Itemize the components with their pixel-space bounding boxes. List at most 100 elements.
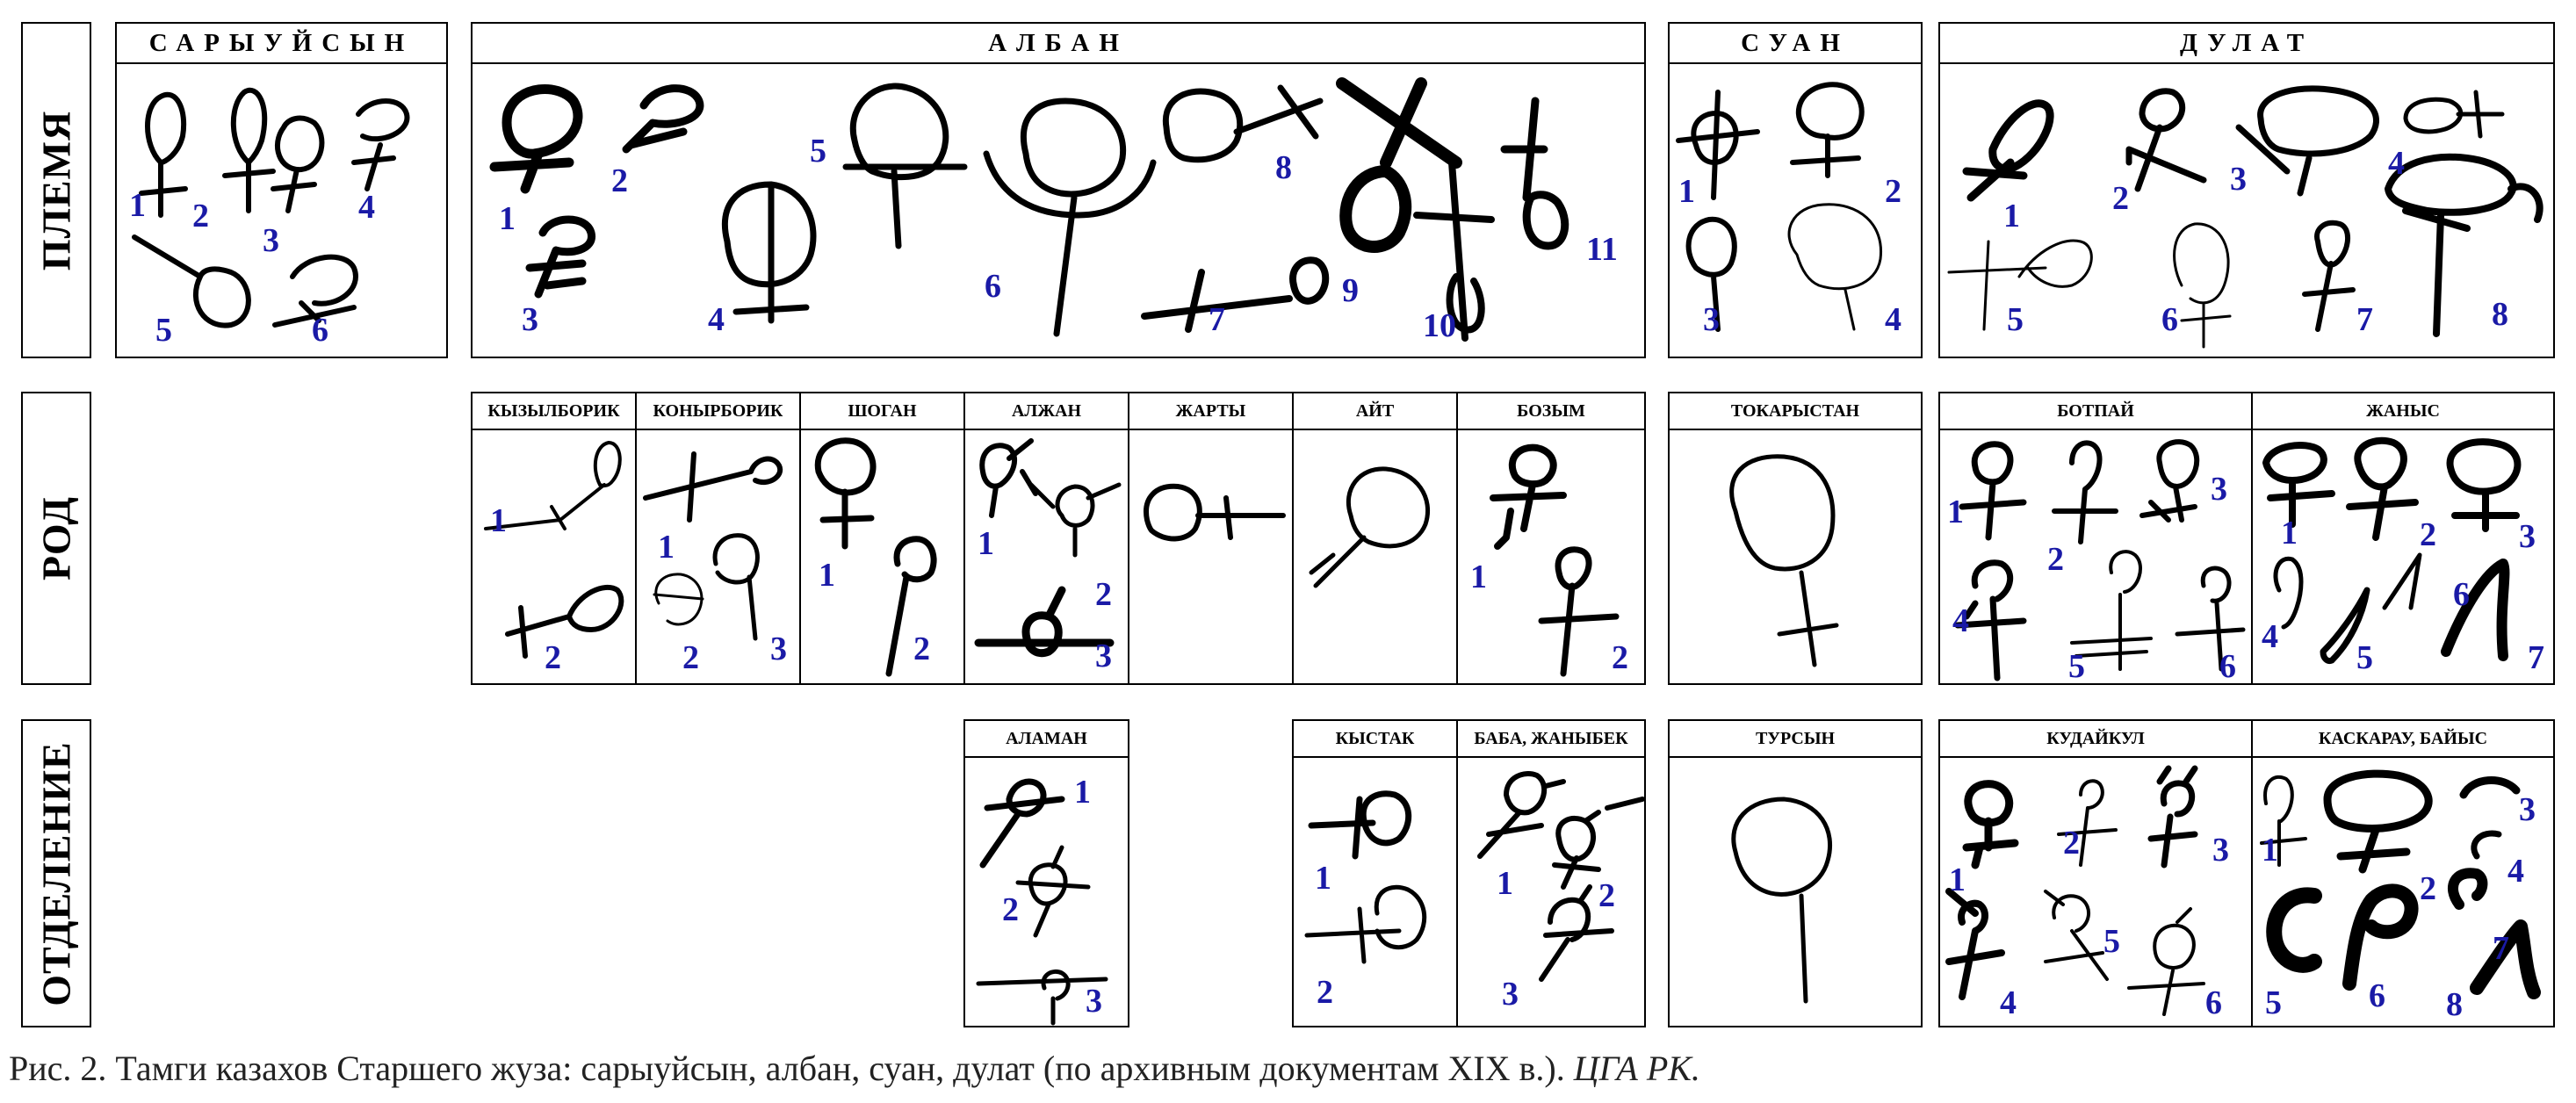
tamga-6 bbox=[2175, 566, 2246, 672]
tamga-1 bbox=[643, 451, 783, 523]
tamga-2 bbox=[885, 536, 937, 677]
number-label: 1 bbox=[2262, 832, 2278, 869]
number-label: 6 bbox=[2205, 984, 2222, 1021]
tamga-1 bbox=[814, 437, 877, 550]
tamga-2 bbox=[1552, 797, 1645, 890]
number-label: 3 bbox=[263, 222, 279, 259]
tamga-2 bbox=[1538, 546, 1620, 677]
bozym-tamgas bbox=[1490, 443, 1620, 677]
number-label: 4 bbox=[1885, 301, 1901, 338]
number-label: 7 bbox=[2528, 639, 2544, 676]
tamga-9 bbox=[1336, 77, 1462, 253]
saryuysyn-tamgas bbox=[132, 88, 410, 328]
number-label: 2 bbox=[682, 639, 699, 676]
number-label: 4 bbox=[358, 189, 375, 226]
number-label: 2 bbox=[2420, 870, 2436, 907]
tribe-dulat-title: ДУЛАТ bbox=[1940, 24, 2553, 64]
tamga-1 bbox=[489, 84, 583, 194]
row-label-clan: РОД bbox=[21, 392, 91, 685]
number-label: 5 bbox=[2103, 923, 2120, 960]
clan-botpai: БОТПАЙ 1 2 3 4 5 6 bbox=[1938, 392, 2253, 685]
konyrborik-tamgas bbox=[643, 451, 783, 641]
number-label: 3 bbox=[1703, 301, 1720, 338]
number-label: 3 bbox=[2519, 518, 2536, 555]
number-label: 7 bbox=[2493, 930, 2509, 967]
tamga-1 bbox=[1962, 780, 2019, 869]
tamga-3 bbox=[2139, 439, 2200, 523]
number-label: 5 bbox=[2007, 301, 2024, 338]
number-label: 2 bbox=[611, 162, 628, 199]
tamga-2 bbox=[1304, 884, 1427, 964]
tamga-2 bbox=[1015, 845, 1091, 938]
number-label: 1 bbox=[1497, 865, 1513, 902]
kudaikul-tamgas bbox=[1945, 765, 2205, 1016]
tamga-4 bbox=[2471, 830, 2502, 860]
number-label: 2 bbox=[2047, 541, 2064, 578]
row-label-tribe: ПЛЕМЯ bbox=[21, 22, 91, 358]
figure-caption: Рис. 2. Тамги казахов Старшего жуза: сар… bbox=[9, 1048, 1700, 1089]
tamga-5 bbox=[2266, 887, 2322, 973]
tamga-4 bbox=[721, 181, 817, 324]
tamga-2 bbox=[1790, 82, 1865, 178]
number-label: 2 bbox=[2063, 825, 2080, 861]
tamga-1 bbox=[1309, 466, 1431, 588]
clan-tokarystan-title: ТОКАРЫСТАН bbox=[1670, 393, 1921, 430]
tamga-5 bbox=[1947, 239, 2093, 331]
number-label: 5 bbox=[155, 312, 172, 349]
tamga-2 bbox=[222, 88, 276, 213]
tamga-3 bbox=[2147, 765, 2198, 869]
tamga-3 bbox=[2446, 438, 2522, 532]
number-label: 3 bbox=[770, 631, 787, 667]
tamga-5 bbox=[2070, 550, 2153, 671]
number-label: 6 bbox=[2161, 301, 2178, 338]
number-label: 5 bbox=[2068, 648, 2085, 685]
tamga-2 bbox=[622, 84, 704, 154]
number-label: 1 bbox=[978, 525, 994, 562]
number-label: 2 bbox=[545, 639, 561, 676]
tamga-3 bbox=[1685, 216, 1737, 332]
tamga-1 bbox=[1729, 454, 1839, 667]
number-label: 3 bbox=[2230, 161, 2247, 198]
tribe-saryuysyn-title: САРЫУЙСЫН bbox=[117, 24, 446, 64]
number-label: 2 bbox=[192, 198, 209, 234]
number-label: 9 bbox=[1342, 272, 1359, 309]
clan-tokarystan: ТОКАРЫСТАН bbox=[1668, 392, 1923, 685]
kaskarau-tamgas bbox=[2260, 769, 2541, 999]
branch-kystak-title: КЫСТАК bbox=[1294, 721, 1456, 758]
number-label: 1 bbox=[499, 200, 516, 237]
number-label: 8 bbox=[2446, 986, 2463, 1023]
tamga-1 bbox=[1490, 443, 1567, 550]
number-label: 2 bbox=[913, 631, 930, 667]
clan-bozym-title: БОЗЫМ bbox=[1458, 393, 1644, 430]
tamga-4 bbox=[1954, 559, 2027, 681]
number-label: 1 bbox=[1315, 860, 1331, 897]
tamga-5 bbox=[842, 83, 968, 249]
number-label: 2 bbox=[1002, 891, 1019, 928]
tamga-8 bbox=[2385, 153, 2544, 337]
number-label: 1 bbox=[1470, 559, 1487, 595]
number-label: 1 bbox=[1678, 173, 1695, 210]
ait-tamgas bbox=[1309, 466, 1431, 588]
tamga-6 bbox=[2342, 883, 2419, 991]
number-label: 6 bbox=[312, 312, 328, 349]
number-label: 6 bbox=[2369, 977, 2385, 1014]
tamga-2 bbox=[2057, 779, 2118, 867]
kystak-tamgas bbox=[1304, 790, 1427, 964]
tamga-2 bbox=[1028, 482, 1122, 558]
branch-alaman-title: АЛАМАН bbox=[965, 721, 1128, 758]
dulat-tamgas bbox=[1947, 85, 2544, 349]
tamga-2 bbox=[505, 584, 624, 659]
tursyn-tamgas bbox=[1731, 797, 1833, 1004]
tamga-1 bbox=[1959, 441, 2027, 541]
branch-alaman: АЛАМАН 1 2 3 bbox=[963, 719, 1129, 1027]
botpai-tamgas bbox=[1954, 439, 2246, 681]
number-label: 6 bbox=[985, 268, 1001, 305]
number-label: 7 bbox=[2356, 301, 2373, 338]
number-label: 4 bbox=[2388, 145, 2405, 182]
tamga-4 bbox=[1945, 888, 2005, 1000]
number-label: 4 bbox=[708, 301, 725, 338]
tamga-4 bbox=[351, 98, 410, 191]
number-label: 8 bbox=[2492, 296, 2508, 333]
number-label: 3 bbox=[2212, 832, 2229, 869]
baba-tamgas bbox=[1477, 771, 1645, 982]
